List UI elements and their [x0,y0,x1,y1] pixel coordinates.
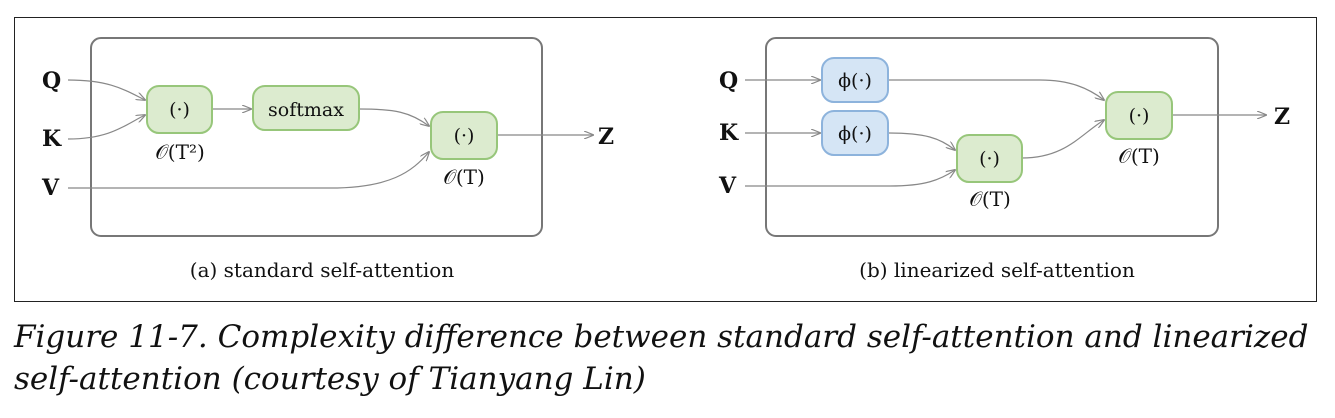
phi-q-node [821,57,889,103]
dot-kv-label: (·) [979,148,1000,170]
edge-phiq-to-dotout [888,79,1104,100]
input-v-label-b: V [718,173,737,199]
complexity-dot-out: 𝒪(T) [1118,144,1160,168]
output-z-label-b: Z [1274,104,1290,130]
edge-q-to-dot1 [67,79,145,100]
input-k-label: K [42,126,62,152]
softmax-label: softmax [268,99,344,121]
panel-a-caption: (a) standard self-attention [190,258,455,282]
panel-b: Q K V Z ϕ(·) ϕ(·) (·) (·) 𝒪(T) 𝒪(T) (b) … [718,37,1290,282]
dot-out-node [1105,91,1173,140]
dot-kv-node [956,134,1023,183]
softmax-node [252,85,360,131]
dot-out-label: (·) [1129,105,1150,127]
complexity-dot-kv: 𝒪(T) [969,187,1011,211]
dot1-node [146,85,213,134]
input-q-label-b: Q [719,68,738,94]
edge-softmax-to-dot2 [358,108,429,126]
edge-v-to-dot2 [68,152,429,189]
phi-q-label: ϕ(·) [838,70,872,92]
panel-b-frame [765,37,1219,237]
input-k-label-b: K [719,120,739,146]
figure-caption: Figure 11-7. Complexity difference betwe… [14,319,1309,397]
output-z-label: Z [598,124,614,150]
complexity-dot1: 𝒪(T²) [155,140,205,164]
edge-k-to-dot1 [67,115,145,140]
dot2-label: (·) [454,125,475,147]
figure-frame [14,17,1317,302]
panel-a: Q K V Z (·) softmax (·) 𝒪(T²) 𝒪(T) (a) s… [41,37,614,282]
dot1-label: (·) [169,99,190,121]
complexity-dot2: 𝒪(T) [443,165,485,189]
panel-b-caption: (b) linearized self-attention [859,258,1135,282]
phi-k-node [821,110,889,156]
input-v-label: V [41,175,60,201]
edge-phik-to-dotkv [887,132,955,150]
edge-v-to-dotkv [745,170,955,187]
phi-k-label: ϕ(·) [838,123,872,145]
input-q-label: Q [42,68,61,94]
edge-dotkv-to-dotout [1021,120,1104,159]
dot2-node [430,111,498,160]
